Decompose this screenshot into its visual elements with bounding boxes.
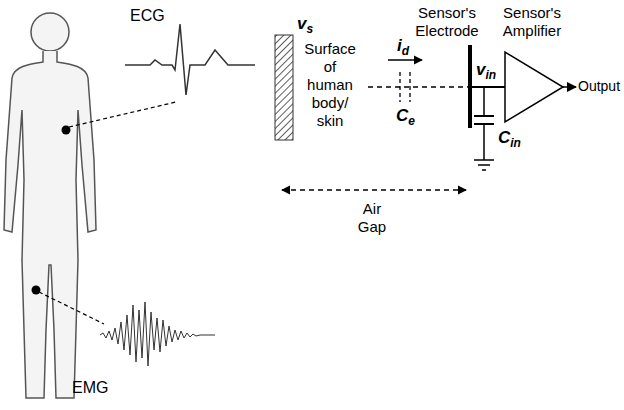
capacitor-symbol xyxy=(474,115,494,117)
wire xyxy=(483,87,485,116)
capacitor-symbol xyxy=(409,72,410,102)
human-figure xyxy=(4,13,96,398)
wire xyxy=(470,86,505,88)
symbol-subscript: d xyxy=(402,44,409,58)
part-name: Surface of human body/ skin xyxy=(302,40,358,130)
signal-name: Output xyxy=(578,78,620,95)
ground-symbol xyxy=(482,169,486,171)
symbol-subscript: in xyxy=(510,136,521,150)
sensor-dot xyxy=(32,286,41,295)
amplifier-symbol xyxy=(505,52,563,122)
symbol-letter: C xyxy=(396,106,408,125)
leader-line xyxy=(39,292,104,324)
dimension-label: Air Gap xyxy=(352,200,392,236)
symbol-subscript: e xyxy=(408,114,415,128)
coupling-line xyxy=(368,86,468,87)
symbol-subscript: s xyxy=(306,22,313,36)
symbol-letter: v xyxy=(476,60,485,79)
capacitance-symbol: Cin xyxy=(498,128,521,148)
current-symbol: id xyxy=(397,36,409,56)
current-arrow xyxy=(388,59,422,60)
symbol-letter: v xyxy=(297,14,306,33)
output-arrow xyxy=(563,86,576,88)
ground-symbol xyxy=(478,164,490,166)
voltage-symbol: vs xyxy=(297,14,313,34)
symbol-subscript: in xyxy=(485,68,496,82)
part-name: Sensor's Electrode xyxy=(402,4,492,40)
air-gap-arrow xyxy=(282,189,466,190)
skin-surface xyxy=(275,35,293,140)
part-name: Sensor's Amplifier xyxy=(487,4,577,40)
voltage-symbol: vin xyxy=(476,60,496,80)
capacitor-symbol xyxy=(399,72,400,102)
wire xyxy=(483,124,485,160)
emg-waveform xyxy=(100,302,215,366)
signal-name: EMG xyxy=(72,378,108,397)
ecg-waveform xyxy=(125,24,255,95)
leader-line xyxy=(69,102,176,127)
signal-name: ECG xyxy=(130,6,165,25)
symbol-letter: i xyxy=(397,36,402,55)
ground-symbol xyxy=(474,159,494,161)
capacitance-symbol: Ce xyxy=(396,106,415,126)
symbol-letter: C xyxy=(498,128,510,147)
